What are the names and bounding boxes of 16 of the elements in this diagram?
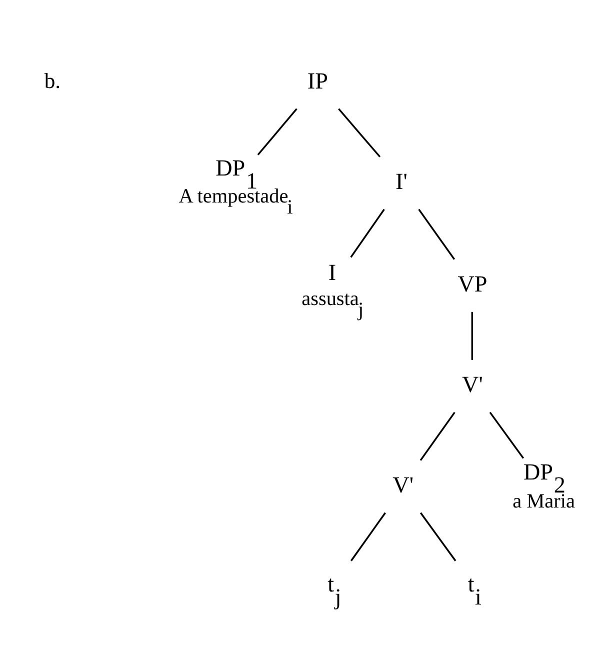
connector — [420, 412, 456, 461]
connector — [471, 312, 474, 360]
connector — [350, 208, 385, 258]
label: b. — [44, 68, 61, 93]
node-text: VP — [458, 271, 488, 298]
connector — [338, 108, 381, 158]
connector — [418, 208, 456, 260]
node-text: V' — [462, 372, 483, 398]
connector — [257, 108, 298, 156]
connector — [489, 412, 524, 459]
connector — [350, 512, 386, 562]
connector — [420, 512, 456, 562]
node-text: I — [328, 260, 336, 286]
node-text: IP — [307, 68, 328, 94]
node-text: I' — [396, 168, 408, 195]
node-text: V' — [392, 472, 414, 498]
